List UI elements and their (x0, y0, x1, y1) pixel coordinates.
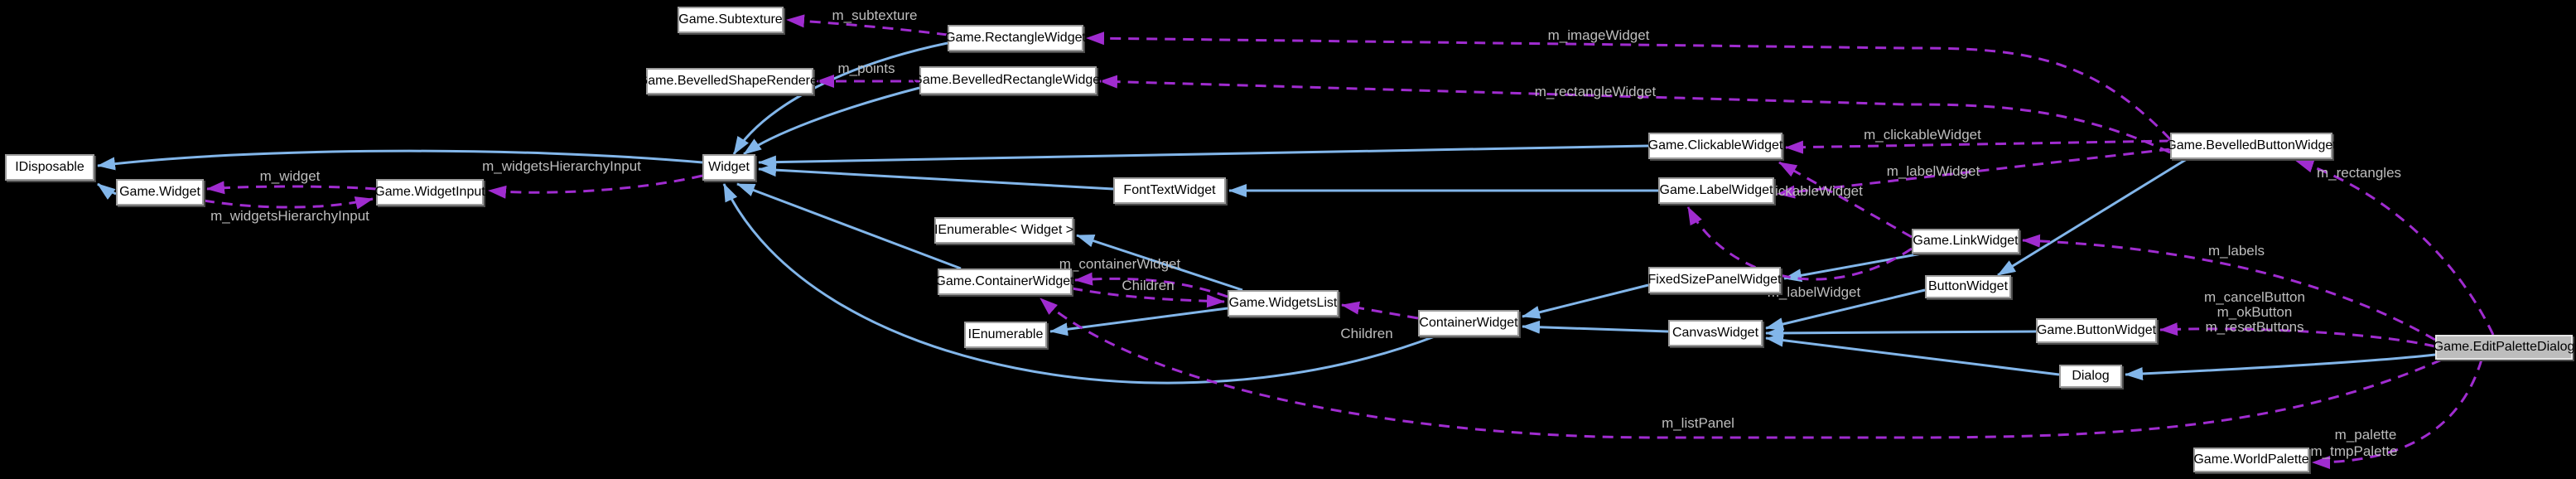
edges (97, 14, 2495, 469)
node-ienumerable-widget[interactable]: IEnumerable< Widget > (934, 217, 1073, 244)
edge-label-edit-palette-dialog-game-container-widget-0: m_listPanel (1662, 415, 1734, 431)
edge-container-widget-to-game-widgets-list (1341, 301, 1419, 320)
edge-font-text-widget-to-widget (758, 163, 1114, 191)
edge-label-game-widget-input-game-widget-0: m_widget (260, 168, 321, 184)
node-dialog[interactable]: Dialog (2059, 365, 2122, 388)
edge-label-edit-palette-dialog-game-button-widget-1: m_okButton (2217, 304, 2293, 320)
edge-bevelled-button-widget-to-button-widget-local (1997, 157, 2188, 277)
edge-bevelled-button-widget-to-clickable-widget (1785, 139, 2171, 154)
node-container-widget[interactable]: ContainerWidget (1418, 310, 1519, 336)
edge-label-bevelled-button-widget-clickable-widget-0: m_clickableWidget (1864, 127, 1981, 143)
edge-label-container-widget-game-widgets-list-0: Children (1340, 326, 1392, 341)
edge-link-widget-to-fixed-size-panel-widget (1783, 252, 1922, 283)
edge-dialog-to-canvas-widget (1765, 333, 2060, 376)
edge-label-link-widget-clickable-widget-0: m_clickableWidget (1745, 183, 1863, 199)
edge-labels: m_subtexture m_points m_imageWidget m_recta… (210, 7, 2401, 459)
edge-game-widget-to-idisposable (97, 182, 117, 200)
edge-canvas-widget-to-container-widget (1522, 320, 1669, 334)
node-ienumerable[interactable]: IEnumerable (964, 322, 1047, 348)
edge-label-edit-palette-dialog-world-palette-1: m_tmpPalette (2311, 443, 2398, 459)
edge-label-game-container-widget-game-widgets-list-0: Children (1122, 278, 1174, 293)
edge-label-rectangle-widget-subtexture-0: m_subtexture (832, 7, 918, 23)
edge-label-widget-game-widget-input-0: m_widgetsHierarchyInput (482, 158, 641, 174)
node-clickable-widget[interactable]: Game.ClickableWidget (1648, 133, 1782, 159)
edge-fixed-size-panel-widget-to-container-widget (1522, 283, 1649, 319)
edge-label-edit-palette-dialog-world-palette-0: m_palette (2335, 427, 2397, 443)
edge-label-bevelled-button-widget-bevelled-rectangle-widget-0: m_rectangleWidget (1535, 84, 1657, 99)
node-widget[interactable]: Widget (702, 154, 755, 181)
node-canvas-widget[interactable]: CanvasWidget (1668, 320, 1763, 346)
node-bevelled-button-widget[interactable]: Game.BevelledButtonWidget (2166, 133, 2337, 159)
edge-bevelled-rectangle-widget-to-widget (743, 86, 920, 156)
node-game-widget[interactable]: Game.Widget (116, 179, 204, 206)
edge-edit-palette-dialog-to-dialog (2125, 353, 2436, 380)
edge-link-widget-to-label-widget (1686, 206, 1913, 281)
edge-label-edit-palette-dialog-game-button-widget-0: m_cancelButton (2204, 289, 2305, 305)
node-game-widgets-list[interactable]: Game.WidgetsList (1228, 290, 1339, 317)
edge-edit-palette-dialog-to-bevelled-button-widget (2295, 159, 2495, 336)
node-bevelled-shape-renderer[interactable]: Game.BevelledShapeRenderer (638, 68, 822, 94)
node-game-widget-input[interactable]: Game.WidgetInput (374, 179, 485, 206)
node-bevelled-rectangle-widget[interactable]: Game.BevelledRectangleWidget (912, 66, 1104, 94)
edge-game-widget-to-game-widget-input (203, 196, 374, 210)
node-subtexture[interactable]: Game.Subtexture (678, 7, 784, 33)
node-rectangle-widget[interactable]: Game.RectangleWidget (945, 25, 1086, 51)
edge-label-edit-palette-dialog-link-widget-0: m_labels (2208, 243, 2265, 259)
node-world-palette[interactable]: Game.WorldPalette (2193, 448, 2309, 472)
edge-label-game-widgets-list-game-container-widget-0: m_containerWidget (1059, 256, 1181, 272)
node-label-widget[interactable]: Game.LabelWidget (1658, 177, 1774, 204)
edge-edit-palette-dialog-to-game-button-widget (2159, 322, 2436, 348)
edge-label-game-widget-game-widget-input-0: m_widgetsHierarchyInput (210, 208, 369, 224)
node-game-container-widget[interactable]: Game.ContainerWidget (935, 269, 1074, 295)
edge-label-edit-palette-dialog-game-button-widget-2: m_resetButtons (2205, 319, 2303, 335)
edge-label-bevelled-rectangle-widget-bevelled-shape-renderer-0: m_points (838, 60, 895, 76)
node-fixed-size-panel-widget[interactable]: FixedSizePanelWidget (1648, 267, 1781, 293)
edge-game-widgets-list-to-ienumerable (1049, 307, 1228, 336)
edge-button-widget-local-to-canvas-widget (1765, 288, 1926, 331)
edge-game-button-widget-to-canvas-widget (1765, 326, 2037, 340)
node-font-text-widget[interactable]: FontTextWidget (1113, 177, 1226, 204)
edge-container-widget-to-widget (722, 183, 1435, 385)
edge-game-container-widget-to-widget (736, 182, 962, 270)
node-button-widget-local[interactable]: ButtonWidget (1925, 275, 2011, 298)
edge-label-edit-palette-dialog-bevelled-button-widget-0: m_rectangles (2317, 165, 2401, 181)
edge-rectangle-widget-to-subtexture (786, 14, 948, 36)
edge-game-widget-input-to-game-widget (206, 181, 377, 195)
edge-clickable-widget-to-widget (758, 144, 1649, 169)
edge-edit-palette-dialog-to-world-palette (2312, 359, 2483, 469)
edge-bevelled-button-widget-to-label-widget (1777, 148, 2171, 199)
node-edit-palette-dialog[interactable]: Game.EditPaletteDialog (2434, 335, 2574, 360)
edge-edit-palette-dialog-to-link-widget (2022, 234, 2436, 341)
edge-game-widgets-list-to-game-container-widget (1074, 272, 1228, 298)
edge-label-link-widget-label-widget-0: m_labelWidget (1768, 284, 1861, 300)
node-link-widget[interactable]: Game.LinkWidget (1912, 229, 2019, 254)
edge-link-widget-to-clickable-widget (1778, 161, 1913, 239)
edge-edit-palette-dialog-to-game-container-widget (1040, 297, 2443, 439)
edge-game-container-widget-to-game-widgets-list (1071, 287, 1225, 308)
edge-widget-to-idisposable (97, 149, 703, 171)
node-game-button-widget[interactable]: Game.ButtonWidget (2036, 318, 2157, 343)
edge-label-bevelled-button-widget-label-widget-0: m_labelWidget (1887, 163, 1980, 179)
edge-widget-to-game-widget-input (488, 174, 703, 199)
edge-game-widgets-list-to-ienumerable-widget (1076, 234, 1243, 292)
edge-bevelled-button-widget-to-rectangle-widget (1086, 31, 2172, 141)
node-idisposable[interactable]: IDisposable (5, 154, 94, 181)
edge-bevelled-button-widget-to-bevelled-rectangle-widget (1099, 75, 2171, 154)
edge-label-bevelled-button-widget-rectangle-widget-0: m_imageWidget (1548, 27, 1650, 43)
